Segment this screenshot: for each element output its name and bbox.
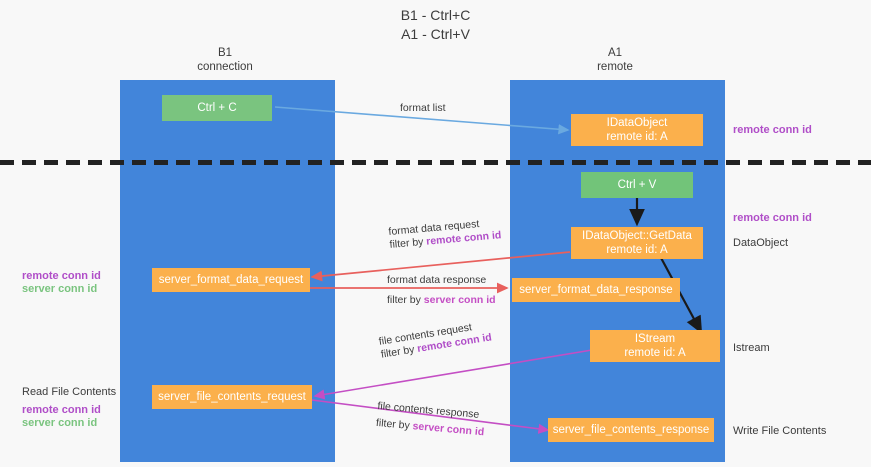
diagram-title-line-2: A1 - Ctrl+V <box>401 26 470 42</box>
node-idataobject-line-2: remote id: A <box>606 131 668 143</box>
phase-divider <box>0 160 871 165</box>
node-idataobject-getdata[interactable]: IDataObject::GetData remote id: A <box>571 227 703 259</box>
annotation-right-remote-conn-id-top: remote conn id <box>733 124 812 136</box>
edge-label-format-data-response-text: format data response <box>387 274 487 286</box>
annotation-right-istream: Istream <box>733 342 770 354</box>
node-server-file-contents-response[interactable]: server_file_contents_response <box>548 418 714 442</box>
diagram-title: B1 - Ctrl+C A1 - Ctrl+V <box>0 6 871 44</box>
node-server-file-contents-response-label: server_file_contents_response <box>552 424 710 436</box>
node-server-file-contents-request-label: server_file_contents_request <box>158 391 306 403</box>
node-ctrl-c-label: Ctrl + C <box>197 102 237 114</box>
node-istream-line-2: remote id: A <box>624 347 686 359</box>
node-server-format-data-request[interactable]: server_format_data_request <box>152 268 310 292</box>
annotation-left-remote-conn-id-bottom: remote conn id <box>22 404 101 416</box>
column-header-a1: A1 remote <box>510 46 720 74</box>
node-ctrl-v-label: Ctrl + V <box>617 179 657 191</box>
node-idataobject-getdata-line-1: IDataObject::GetData <box>582 230 692 242</box>
filter-prefix: filter by <box>387 294 424 306</box>
annotation-left-remote-conn-id-mid: remote conn id <box>22 270 101 282</box>
annotation-left-server-conn-id-mid: server conn id <box>22 283 98 295</box>
edge-label-format-data-response: format data response filter by server co… <box>387 274 496 307</box>
annotation-right-write-file-contents: Write File Contents <box>733 425 827 437</box>
column-header-b1-role: connection <box>197 61 253 73</box>
node-ctrl-c[interactable]: Ctrl + C <box>162 95 272 121</box>
column-header-b1-name: B1 <box>217 47 233 59</box>
edge-label-format-data-response-filter: filter by server conn id <box>387 294 496 307</box>
node-server-file-contents-request[interactable]: server_file_contents_request <box>152 385 312 409</box>
annotation-left-read-file-contents: Read File Contents <box>22 386 117 398</box>
annotation-right-dataobject: DataObject <box>733 237 789 249</box>
column-header-a1-name: A1 <box>607 47 623 59</box>
edge-label-format-list: format list <box>400 102 446 114</box>
diagram-title-line-1: B1 - Ctrl+C <box>400 7 471 23</box>
edge-label-file-contents-response: file contents response filter by server … <box>375 400 486 439</box>
node-server-format-data-request-label: server_format_data_request <box>158 274 304 286</box>
node-idataobject-getdata-line-2: remote id: A <box>606 244 668 256</box>
annotation-right-remote-conn-id-mid: remote conn id <box>733 212 812 224</box>
column-header-a1-role: remote <box>597 61 633 73</box>
annotation-left-server-conn-id-bottom: server conn id <box>22 417 98 429</box>
node-ctrl-v[interactable]: Ctrl + V <box>581 172 693 198</box>
filter-prefix: filter by <box>375 416 414 433</box>
node-istream[interactable]: IStream remote id: A <box>590 330 720 362</box>
node-server-format-data-response[interactable]: server_format_data_response <box>512 278 680 302</box>
node-idataobject-line-1: IDataObject <box>606 117 668 129</box>
edge-label-format-data-request: format data request filter by remote con… <box>388 216 502 252</box>
filter-key-server-conn-id: server conn id <box>412 420 485 439</box>
filter-prefix: filter by <box>389 235 427 251</box>
node-idataobject[interactable]: IDataObject remote id: A <box>571 114 703 146</box>
node-istream-line-1: IStream <box>634 333 676 345</box>
edge-label-file-contents-request: file contents request filter by remote c… <box>378 318 493 361</box>
node-server-format-data-response-label: server_format_data_response <box>519 284 673 296</box>
filter-key-server-conn-id: server conn id <box>423 294 496 306</box>
column-header-b1: B1 connection <box>120 46 330 74</box>
